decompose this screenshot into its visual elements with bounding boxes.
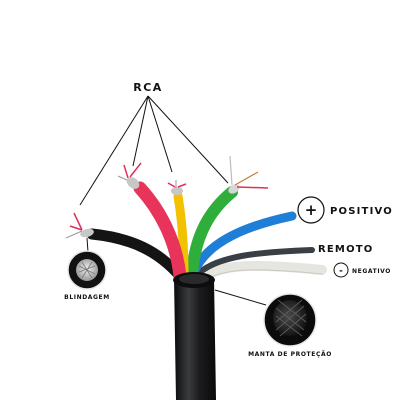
protection-sheath-label: MANTA DE PROTEÇÃO xyxy=(248,351,332,358)
rca-leader-lines xyxy=(79,95,229,206)
sheath-detail-circle xyxy=(263,293,317,347)
positive-symbol-badge: + xyxy=(297,196,325,224)
positive-label: POSITIVO xyxy=(330,206,393,217)
negative-symbol: - xyxy=(339,267,343,277)
sheath-leader-line xyxy=(214,289,267,306)
wire-gray xyxy=(193,247,315,279)
negative-label: NEGATIVO xyxy=(352,268,391,275)
wire-blue xyxy=(189,211,297,277)
rca-wire-ends xyxy=(65,155,269,239)
wire-red xyxy=(133,181,187,283)
outer-jacket xyxy=(173,272,216,400)
shielding-detail-circle xyxy=(67,250,107,290)
negative-symbol-badge: - xyxy=(333,262,349,278)
shield-leader-line xyxy=(86,237,89,253)
wire-bundle xyxy=(86,181,327,288)
positive-symbol: + xyxy=(305,201,318,219)
shielding-label: BLINDAGEM xyxy=(64,294,110,301)
rca-label: RCA xyxy=(133,81,163,94)
remote-label: REMOTO xyxy=(318,244,374,255)
wire-green xyxy=(186,186,238,280)
